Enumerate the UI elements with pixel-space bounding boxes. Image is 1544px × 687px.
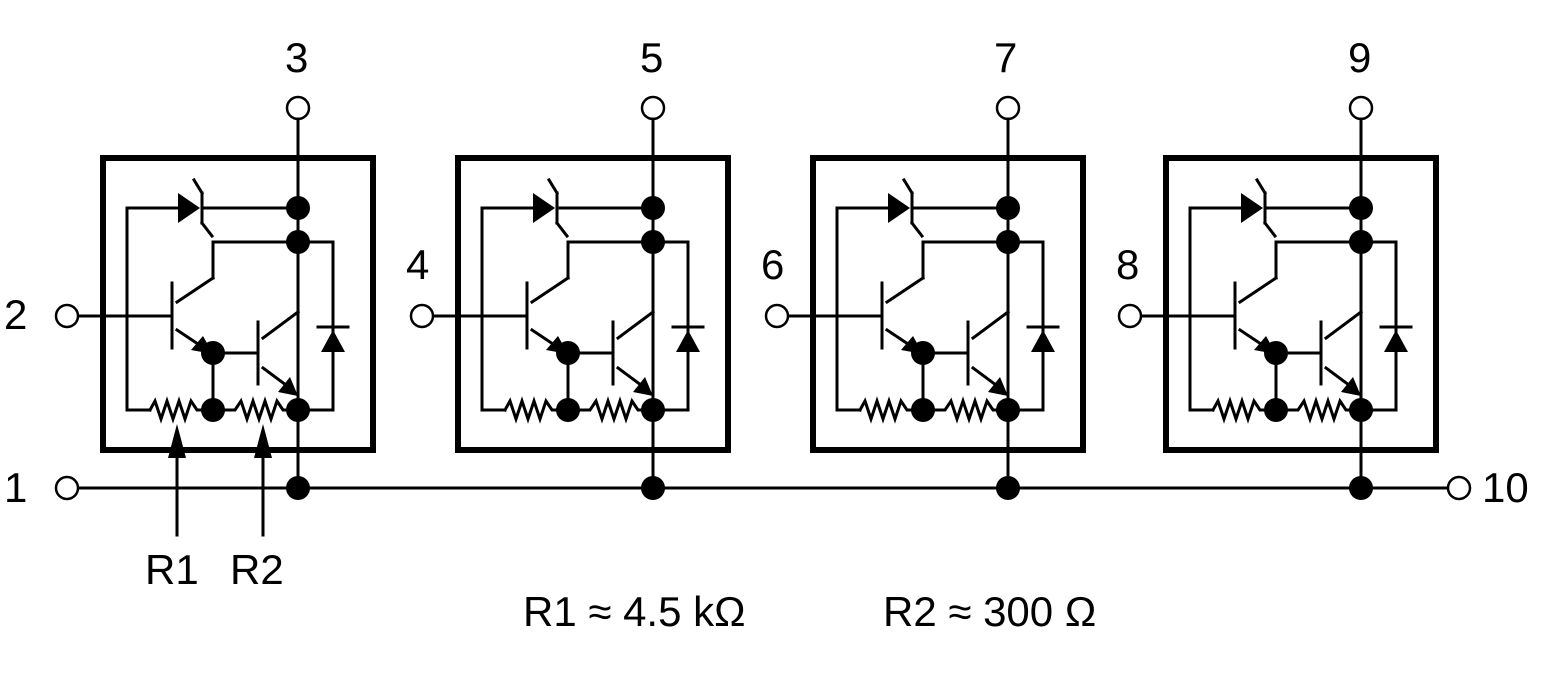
darlington-module-4: [1117, 95, 1439, 500]
pin-3-label: 3: [285, 34, 308, 81]
common-bus: 1 10: [4, 464, 1529, 511]
pin-1-label: 1: [4, 464, 27, 511]
pin-8-label: 8: [1116, 241, 1139, 288]
pin-1-terminal: [54, 475, 80, 501]
pin-4-label: 4: [406, 241, 429, 288]
darlington-module-1: [54, 95, 376, 500]
pin-7-label: 7: [994, 34, 1017, 81]
r2-callout-label: R2: [230, 546, 284, 593]
pin-6-label: 6: [761, 241, 784, 288]
resistor-callouts: R1 R2: [145, 424, 284, 593]
pin-2-label: 2: [4, 291, 27, 338]
r1-callout-label: R1: [145, 546, 199, 593]
r1-value-caption: R1 ≈ 4.5 kΩ: [523, 588, 746, 635]
r2-value-caption: R2 ≈ 300 Ω: [883, 588, 1096, 635]
pin-9-label: 9: [1348, 34, 1371, 81]
pin-10-label: 10: [1482, 464, 1529, 511]
darlington-module-3: [764, 95, 1086, 500]
pin-10-terminal: [1446, 475, 1472, 501]
darlington-module-2: [409, 95, 731, 500]
pin-5-label: 5: [640, 34, 663, 81]
